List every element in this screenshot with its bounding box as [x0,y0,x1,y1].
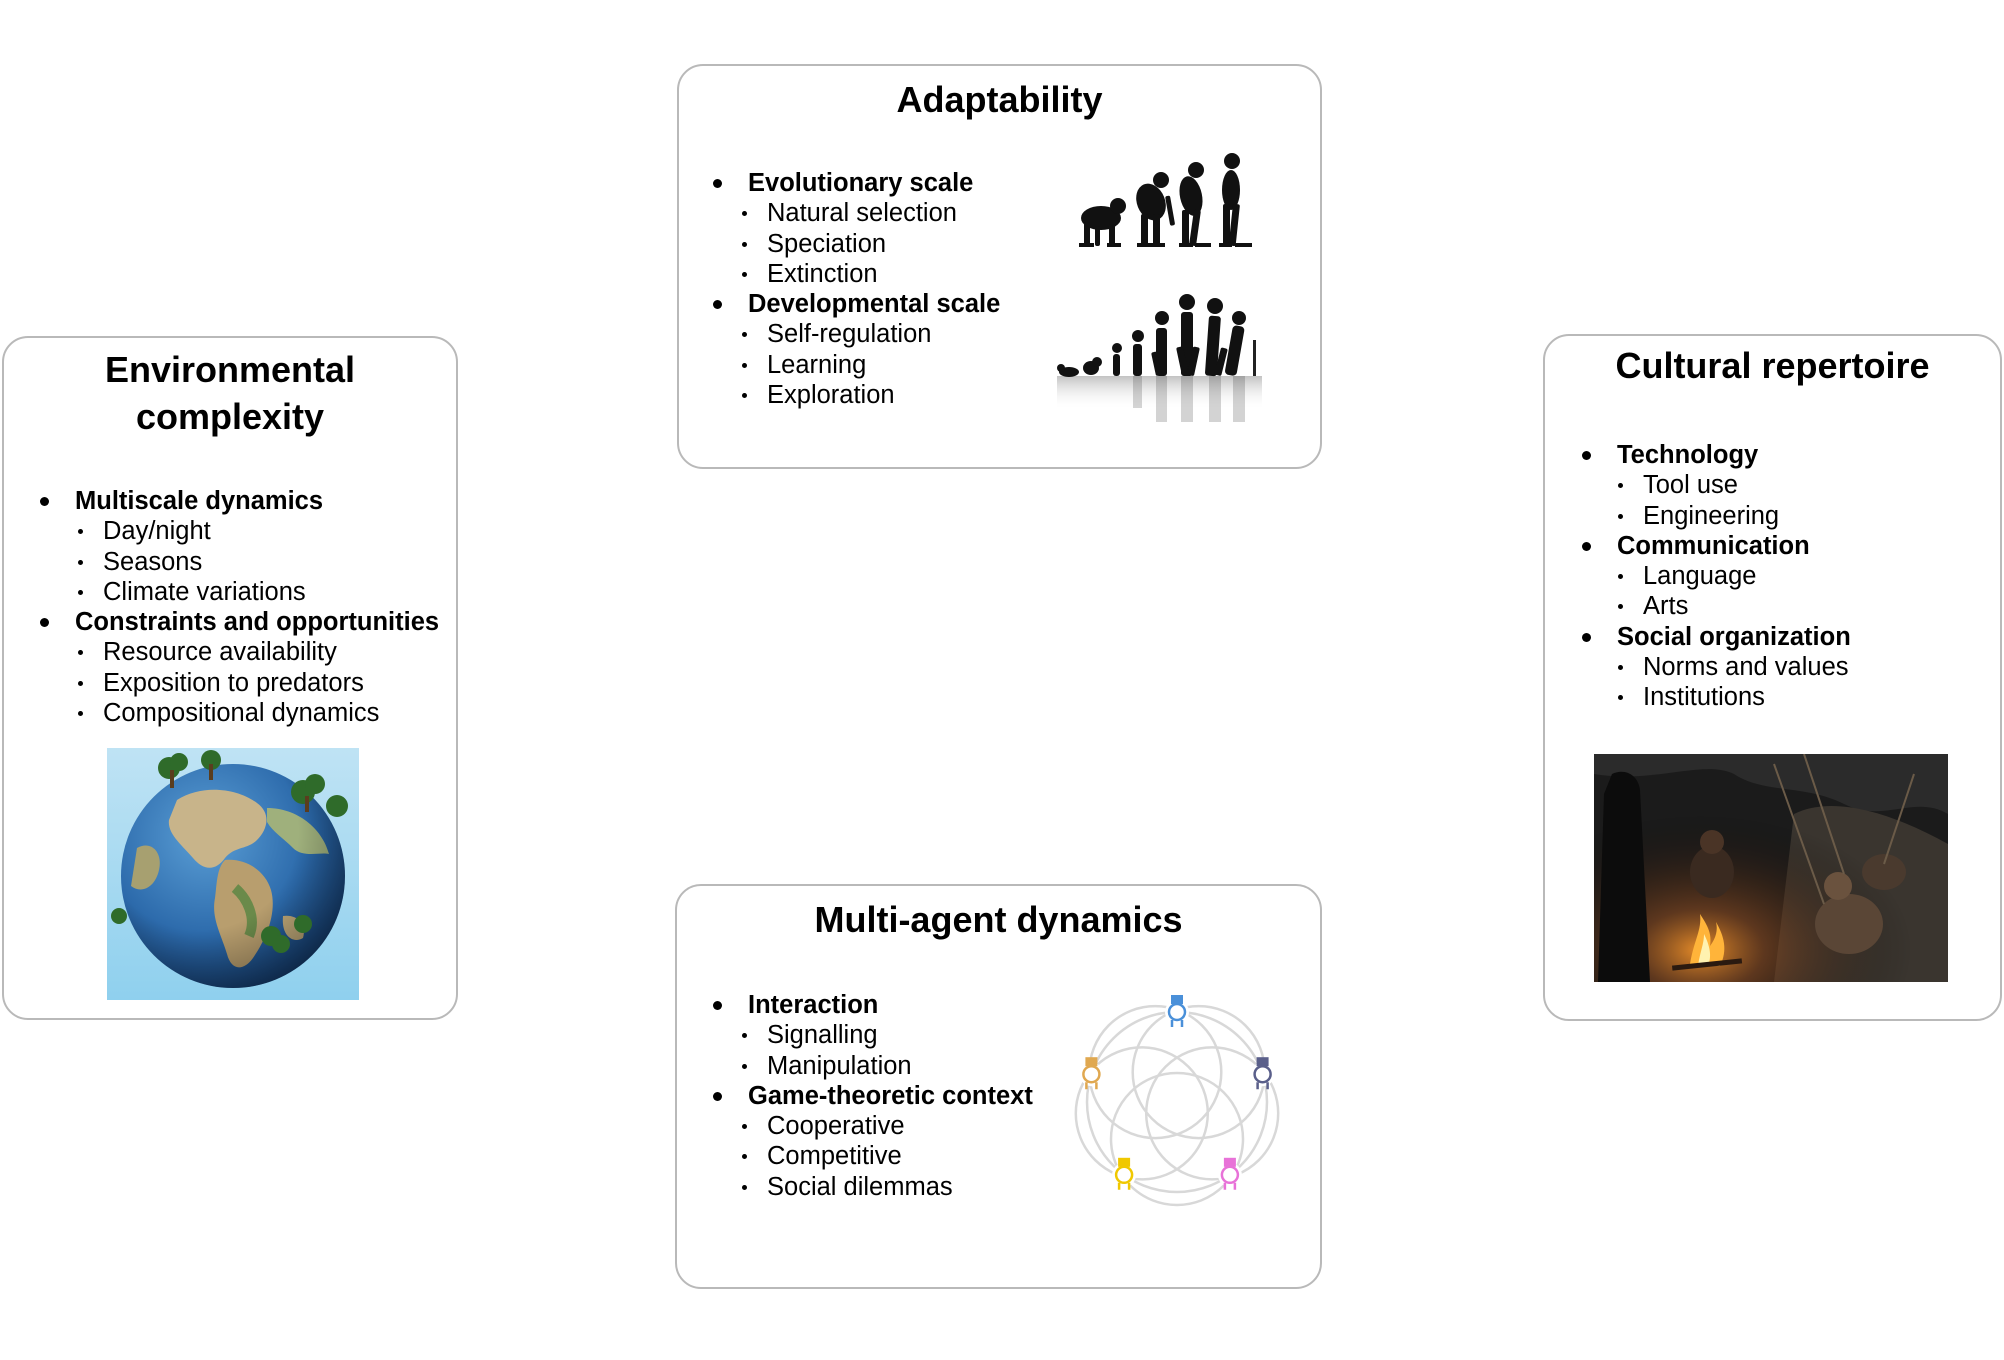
lifespan-silhouette-icon [1057,294,1262,422]
agent-icon [1217,1157,1242,1190]
evolution-silhouette-icon [1079,153,1252,247]
list-item: Exploration [739,380,1000,410]
title-line: complexity [135,396,325,437]
list-item: Manipulation [739,1051,1033,1081]
interaction-circle [1131,1004,1266,1140]
network-ring [1085,1010,1269,1194]
group-heading: Communication Language Arts [1579,531,1851,622]
multiagent-list: Interaction Signalling Manipulation Game… [710,990,1033,1202]
list-item: Seasons [75,547,439,577]
list-item: Arts [1615,591,1851,621]
list-item: Resource availability [75,637,439,667]
list-item: Learning [739,350,1000,380]
list-item: Competitive [739,1141,1033,1171]
agent-network-icon [1074,995,1280,1207]
cultural-list: Technology Tool use Engineering Communic… [1579,440,1851,713]
agent-icon [1112,1157,1137,1190]
group-heading: Constraints and opportunities Resource a… [37,607,439,728]
group-heading: Multiscale dynamics Day/night Seasons Cl… [37,486,439,607]
list-item: Day/night [75,516,439,546]
environmental-box: Environmental complexity Multiscale dyna… [2,336,458,1020]
agent-icon [1165,995,1189,1027]
list-item: Extinction [739,259,1000,289]
list-item: Engineering [1615,501,1851,531]
group-heading: Social organization Norms and values Ins… [1579,622,1851,713]
list-item: Language [1615,561,1851,591]
group-heading: Technology Tool use Engineering [1579,440,1851,531]
adaptability-title: Adaptability [896,79,1103,120]
title-line: Environmental [104,349,356,390]
list-item: Natural selection [739,198,1000,228]
multiagent-title: Multi-agent dynamics [814,899,1183,940]
list-item: Signalling [739,1020,1033,1050]
list-item: Self-regulation [739,319,1000,349]
agent-icon [1079,1057,1104,1090]
list-item: Climate variations [75,577,439,607]
campfire-cave-scene [1594,754,1948,982]
cultural-box: Cultural repertoire Technology Tool use … [1543,334,2002,1021]
interaction-circle [1109,1071,1245,1207]
environmental-title: Environmental complexity [4,346,456,440]
multiagent-box: Multi-agent dynamics Interaction Signall… [675,884,1322,1289]
list-item: Compositional dynamics [75,698,439,728]
group-heading: Developmental scale Self-regulation Lear… [710,289,1000,410]
list-item: Tool use [1615,470,1851,500]
group-heading: Evolutionary scale Natural selection Spe… [710,168,1000,289]
adaptability-box: Adaptability Evolutionary scale Natural … [677,64,1322,469]
group-heading: Game-theoretic context Cooperative Compe… [710,1081,1033,1202]
earth-globe-icon [107,748,359,1000]
environmental-list: Multiscale dynamics Day/night Seasons Cl… [37,486,439,728]
list-item: Cooperative [739,1111,1033,1141]
adaptability-list: Evolutionary scale Natural selection Spe… [710,168,1000,410]
interaction-circle [1144,1046,1280,1181]
cultural-title: Cultural repertoire [1615,345,1930,386]
list-item: Exposition to predators [75,668,439,698]
list-item: Norms and values [1615,652,1851,682]
interaction-circle [1088,1004,1223,1140]
list-item: Institutions [1615,682,1851,712]
list-item: Social dilemmas [739,1172,1033,1202]
group-heading: Interaction Signalling Manipulation [710,990,1033,1081]
list-item: Speciation [739,229,1000,259]
agent-icon [1250,1057,1275,1090]
